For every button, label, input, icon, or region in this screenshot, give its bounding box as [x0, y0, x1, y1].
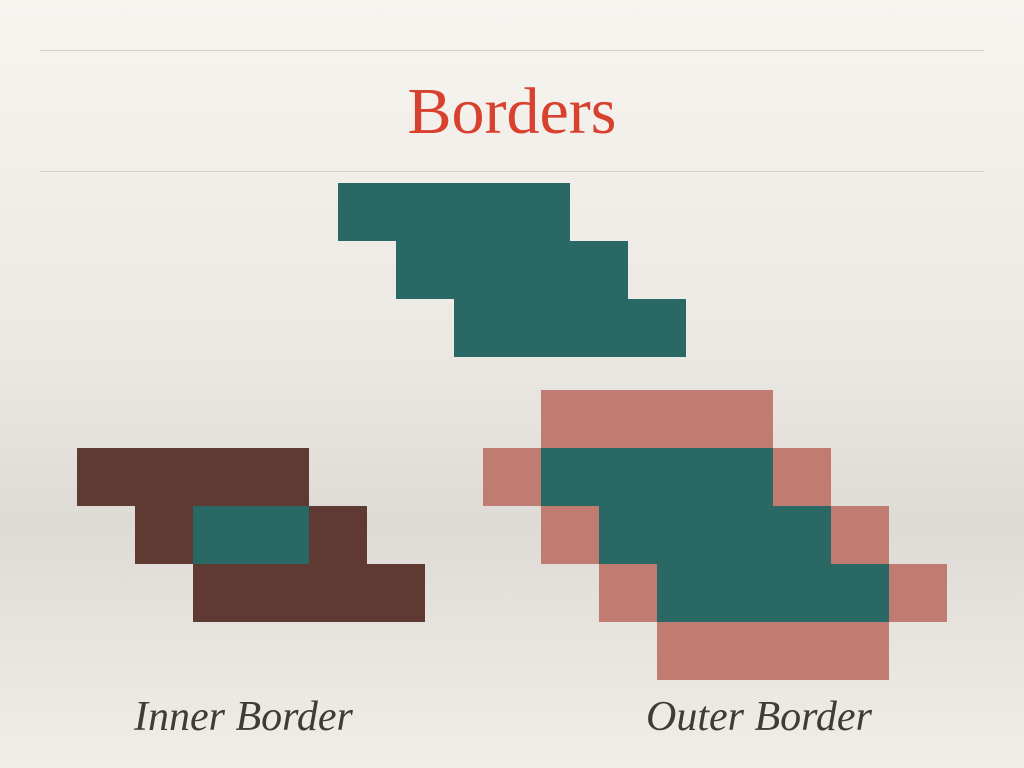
- top-rule: [40, 50, 984, 51]
- inner-cell-2: [135, 506, 193, 564]
- outer-cell-8: [599, 564, 657, 622]
- bottom-rule: [40, 171, 984, 172]
- original-cell-1: [338, 183, 570, 241]
- outer-cell-5: [541, 506, 599, 564]
- outer-cell-9: [657, 564, 889, 622]
- original-cell-3: [454, 299, 686, 357]
- outer-cell-6: [599, 506, 831, 564]
- outer-cell-10: [889, 564, 947, 622]
- outer-cell-7: [831, 506, 889, 564]
- outer-border-label: Outer Border: [646, 694, 872, 740]
- outer-cell-2: [483, 448, 541, 506]
- slide-title: Borders: [407, 75, 617, 148]
- outer-cell-1: [541, 390, 773, 448]
- outer-cell-3: [541, 448, 773, 506]
- inner-border-label: Inner Border: [134, 694, 353, 740]
- inner-cell-3: [193, 506, 309, 564]
- inner-cell-1: [77, 448, 309, 506]
- inner-cell-5: [193, 564, 425, 622]
- original-cell-2: [396, 241, 628, 299]
- outer-cell-4: [773, 448, 831, 506]
- outer-cell-11: [657, 622, 889, 680]
- inner-cell-4: [309, 506, 367, 564]
